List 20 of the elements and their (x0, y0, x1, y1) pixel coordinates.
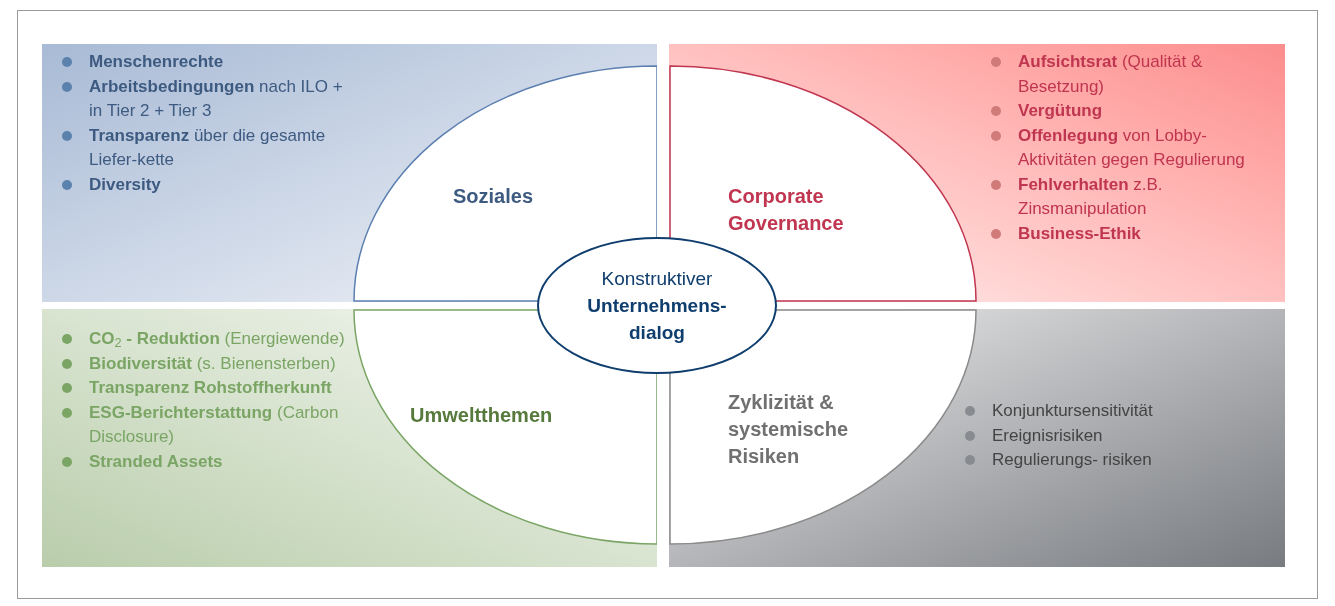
bullet-text: Regulierungs- risiken (992, 449, 1152, 471)
center-text: Konstruktiver Unternehmens- dialog (586, 267, 728, 345)
topic-heading: Umweltthemen (410, 403, 554, 428)
bullet-text: Business-Ethik (1018, 222, 1141, 245)
bullet-text: Menschenrechte (89, 51, 224, 73)
bullet-text: Stranded Assets (89, 450, 223, 473)
bullet-text: Aufsichtsrat (Qualität & Besetzung) (1018, 51, 1204, 98)
bullet-text: Transparenz Rohstoffherkunft (89, 377, 332, 399)
topic-heading: Zyklizität & systemische Risiken (728, 390, 850, 469)
bullet-text: CO$_{2}$ - Reduktion (Energiewende) (89, 328, 345, 352)
bullet-text: Transparenz über die gesamte Liefer-kette (89, 124, 327, 171)
bullet-text: Biodiversität (s. Bienensterben) (89, 352, 336, 375)
bullet-text: Vergütung (1018, 100, 1103, 122)
bullet-text: Diversity (89, 173, 161, 196)
bullet-text: Fehlverhalten z.B. Zinsmanipulation (1018, 173, 1164, 220)
bullet-text: ESG-Berichterstattung (Carbon Disclosure) (89, 401, 340, 448)
bullet-text: Ereignisrisiken (992, 424, 1103, 447)
topic-heading: Soziales (453, 184, 535, 209)
bullet-text: Konjunktursensitivität (992, 400, 1153, 422)
topic-heading: Corporate Governance (728, 184, 845, 236)
